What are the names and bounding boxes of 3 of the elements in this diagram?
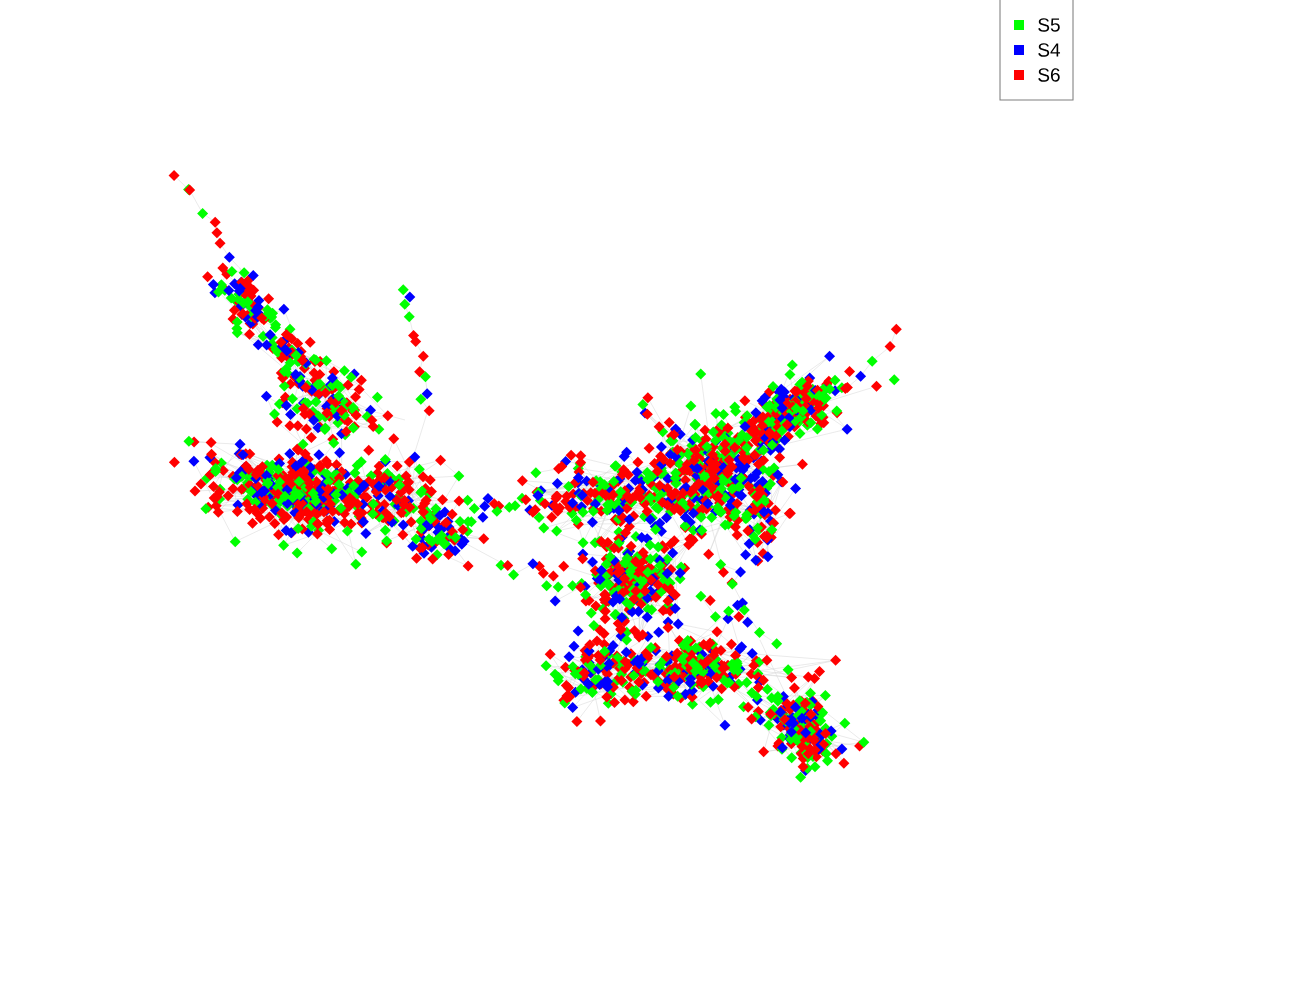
legend-label: S5 bbox=[1038, 18, 1060, 32]
legend-label: S4 bbox=[1038, 43, 1060, 57]
legend-label: S6 bbox=[1038, 68, 1060, 82]
